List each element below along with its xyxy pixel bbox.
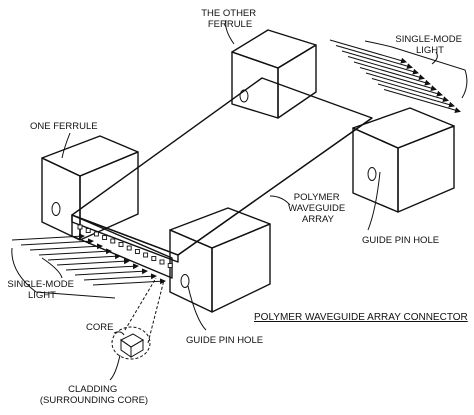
- light-ray-out: [341, 50, 419, 75]
- waveguide-core: [110, 238, 116, 244]
- light-ray-in: [20, 238, 94, 246]
- right-ferrule: [352, 107, 455, 213]
- waveguide-core: [143, 252, 149, 258]
- guide-pin-hole-back: [239, 89, 249, 103]
- light-ray-out: [383, 89, 461, 113]
- light-ray-out: [335, 45, 413, 69]
- label-guide-pin-hole-right: GUIDE PIN HOLE: [362, 235, 439, 246]
- light-ray-out: [365, 72, 443, 97]
- light-rays-left-brace: [11, 247, 116, 299]
- light-ray-out: [329, 39, 407, 64]
- label-cladding: CLADDING (SURROUNDING CORE): [40, 384, 148, 406]
- waveguide-core: [118, 242, 124, 247]
- waveguide-end-face: [71, 214, 173, 279]
- light-ray-in: [92, 278, 166, 286]
- label-guide-pin-hole-bottom: GUIDE PIN HOLE: [186, 335, 263, 346]
- light-ray-in: [29, 243, 103, 251]
- light-ray-in: [74, 268, 148, 276]
- light-ray-in: [38, 248, 112, 256]
- leader-lines: [41, 19, 438, 381]
- light-rays-right-brace: [364, 40, 468, 99]
- light-ray-in: [65, 263, 139, 271]
- label-single-mode-light-left: SINGLE-MODE LIGHT: [7, 279, 76, 301]
- light-ray-out: [359, 67, 437, 91]
- light-rays-left: [11, 233, 166, 286]
- light-ray-in: [47, 253, 121, 261]
- light-ray-in: [11, 233, 85, 241]
- light-ray-in: [56, 258, 130, 266]
- guide-pin-hole-right: [367, 167, 377, 181]
- guide-pin-hole-front: [180, 274, 190, 288]
- diagram-title: POLYMER WAVEGUIDE ARRAY CONNECTOR: [254, 312, 468, 323]
- waveguide-core: [134, 249, 140, 254]
- waveguide-core: [102, 235, 108, 240]
- light-rays-right: [329, 39, 461, 113]
- core-cladding-inset: [111, 277, 165, 360]
- light-ray-out: [371, 78, 449, 102]
- waveguide-core: [159, 259, 165, 265]
- label-polymer-waveguide-array: POLYMER WAVEGUIDE ARRAY: [288, 192, 348, 225]
- waveguide-core: [151, 256, 157, 261]
- light-ray-in: [83, 273, 157, 281]
- waveguide-core: [77, 224, 83, 230]
- label-the-other-ferrule: THE OTHER FERRULE: [201, 8, 259, 30]
- guide-pin-hole-left: [51, 202, 61, 216]
- light-ray-out: [377, 83, 455, 108]
- waveguide-core: [85, 228, 91, 233]
- light-ray-out: [347, 56, 425, 80]
- waveguide-core: [93, 231, 99, 237]
- waveguide-core: [167, 263, 173, 268]
- one-ferrule: [41, 135, 139, 241]
- front-ferrule: [169, 207, 271, 313]
- label-single-mode-light-top: SINGLE-MODE LIGHT: [395, 34, 464, 56]
- label-core: CORE: [86, 322, 113, 333]
- light-ray-out: [353, 61, 431, 86]
- waveguide-core: [126, 245, 132, 251]
- label-one-ferrule: ONE FERRULE: [30, 121, 98, 132]
- other-ferrule: [231, 29, 317, 119]
